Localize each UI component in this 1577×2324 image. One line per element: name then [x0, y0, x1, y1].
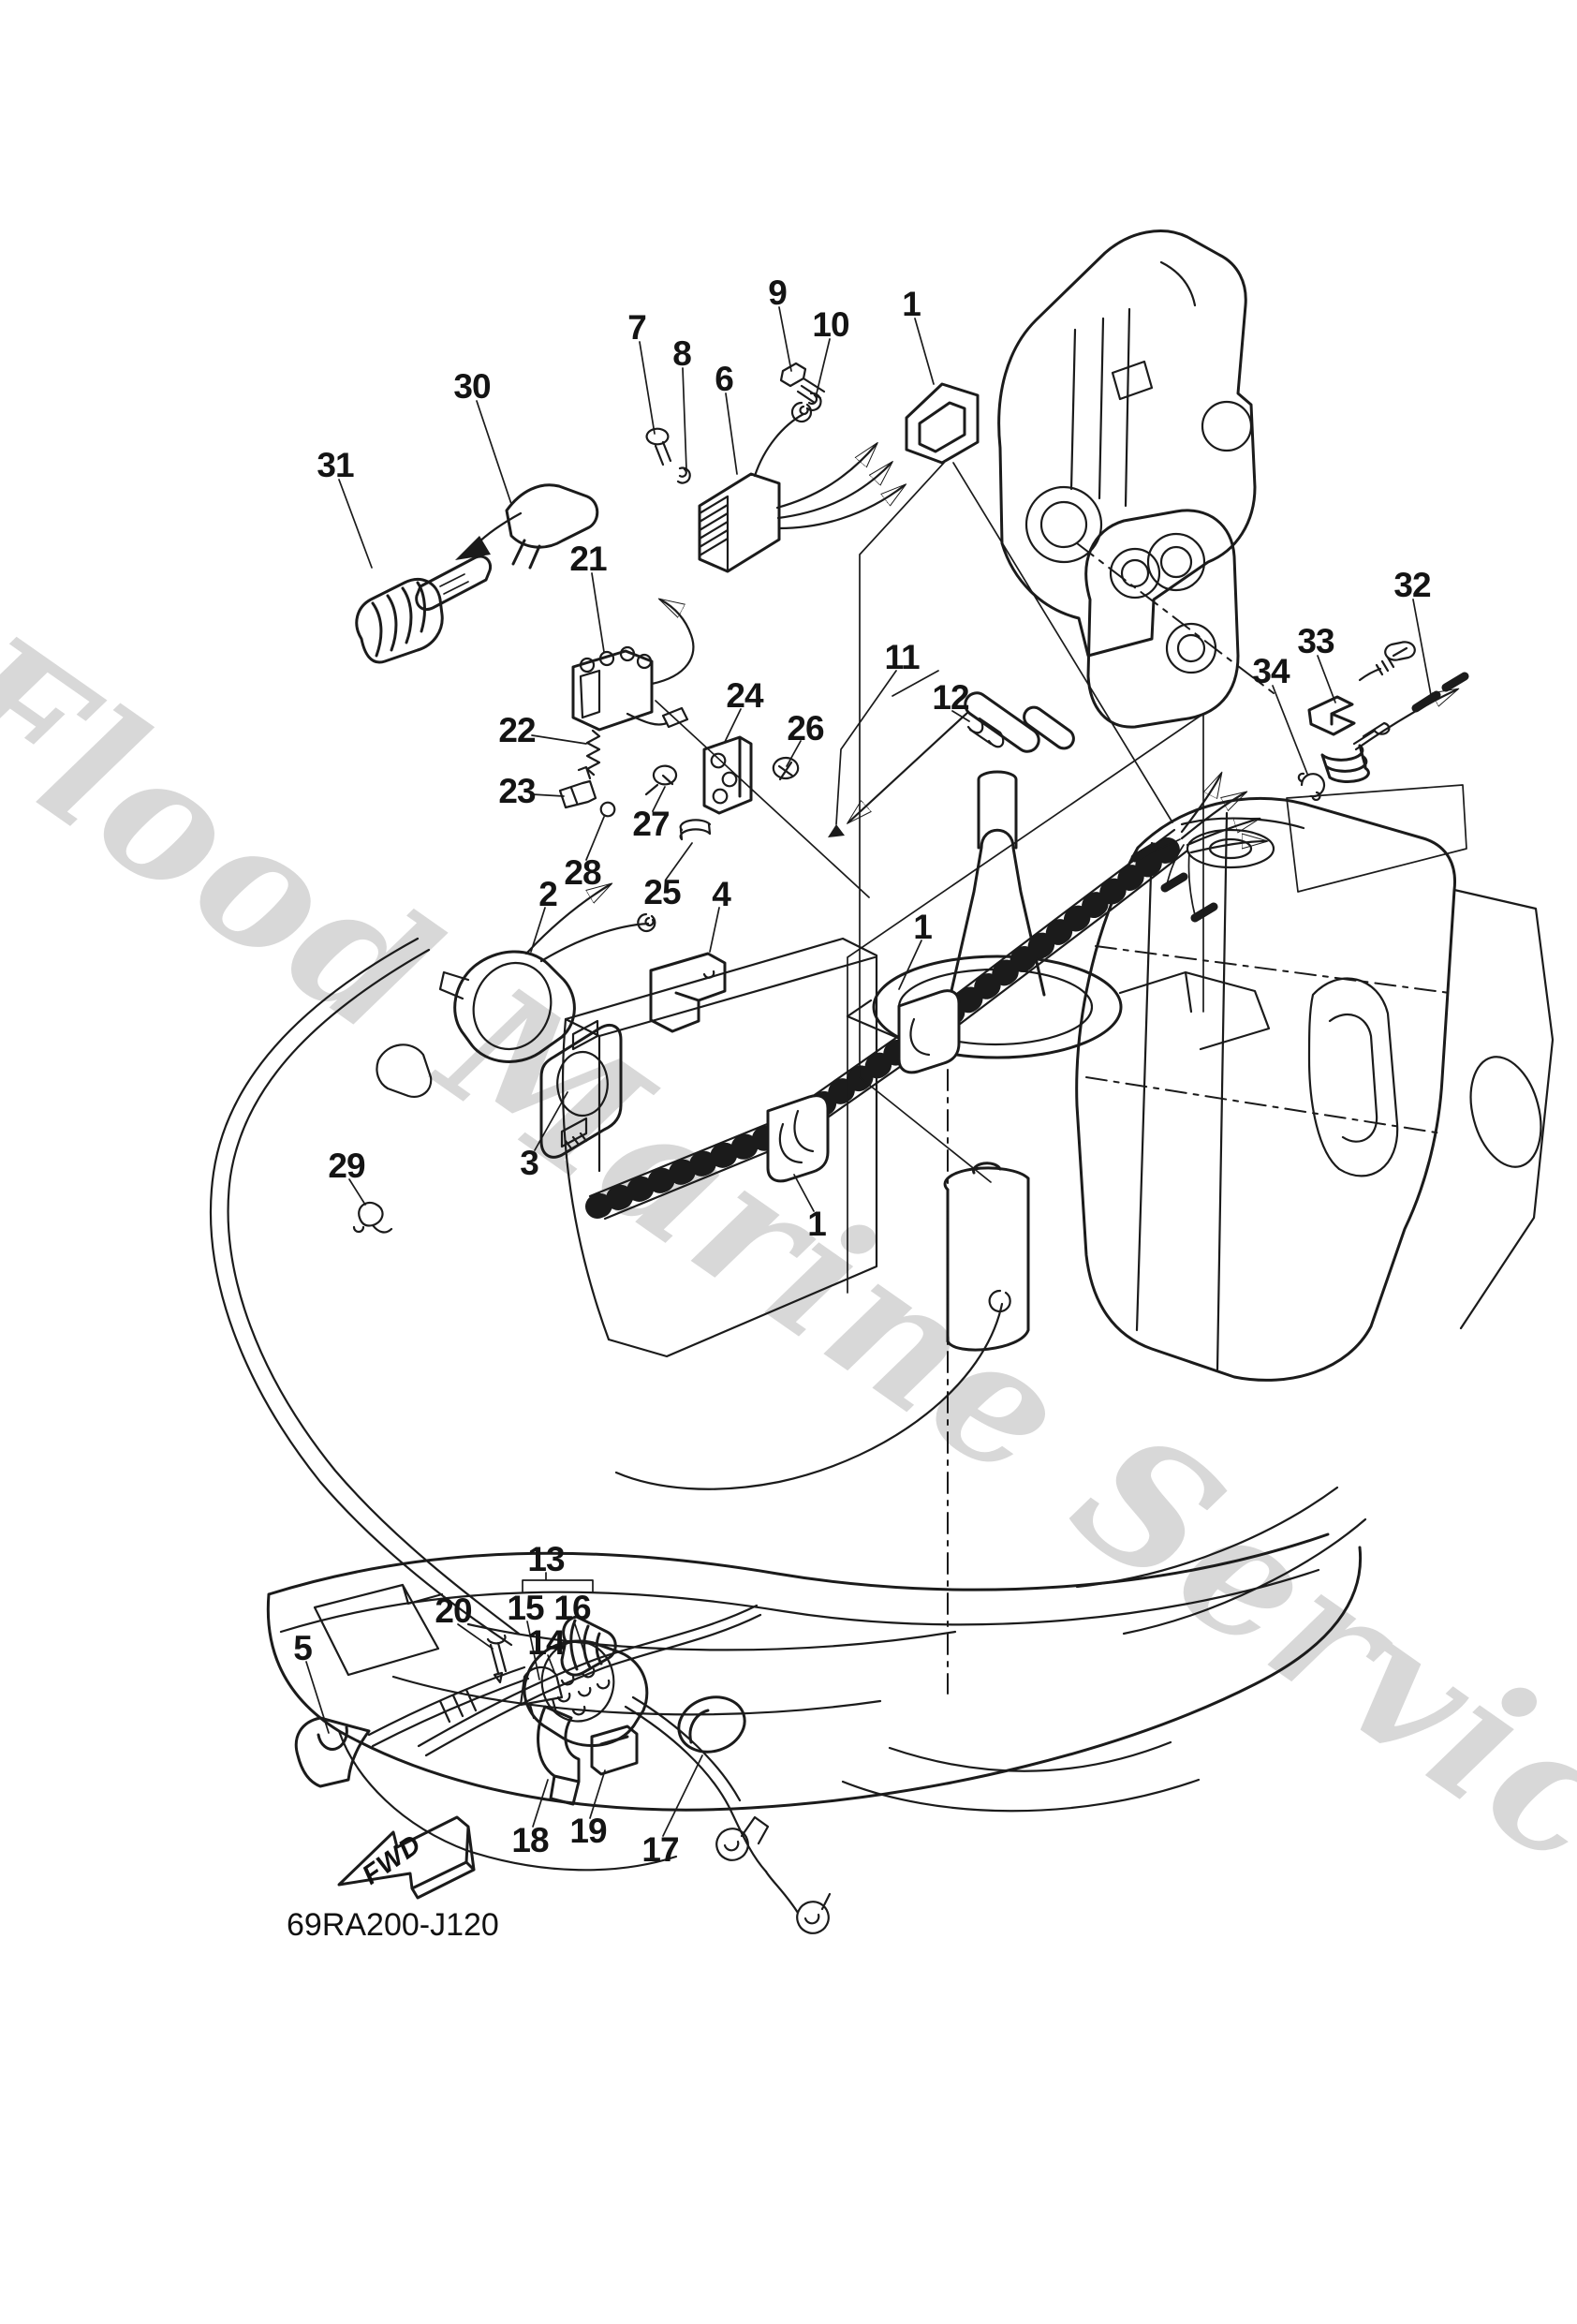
- clamp-bracket: [649, 952, 727, 1033]
- swivel-bracket: [997, 229, 1257, 658]
- bolt-9: [779, 362, 826, 405]
- callout-23-17: 23: [498, 772, 536, 810]
- callout-1-0: 1: [902, 285, 921, 323]
- grommet-25: [679, 819, 712, 841]
- screw-20: [486, 1634, 508, 1684]
- callout-1-26: 1: [807, 1205, 827, 1243]
- callout-3-24: 3: [520, 1144, 539, 1182]
- callout-8-4: 8: [672, 334, 692, 373]
- callout-33-12: 33: [1297, 622, 1334, 660]
- relay-cover: [905, 382, 980, 465]
- callout-13-27: 13: [527, 1540, 565, 1578]
- callout-34-13: 34: [1252, 652, 1290, 690]
- spark-plug-caps: [355, 483, 599, 664]
- callout-19-34: 19: [569, 1812, 607, 1850]
- switch-32: [1320, 744, 1370, 783]
- screw-26: [772, 756, 800, 781]
- callout-26-15: 26: [787, 709, 824, 748]
- callout-22-16: 22: [498, 711, 536, 749]
- pin-12: [966, 717, 1005, 748]
- bottom-cowling: [266, 1486, 1367, 1872]
- callout-31-7: 31: [317, 446, 354, 484]
- battery-cable: [210, 937, 832, 1934]
- washer-10: [805, 392, 822, 411]
- callout-28-19: 28: [564, 853, 601, 892]
- ignition-coil-assembly: [558, 600, 695, 818]
- clip-33: [1307, 695, 1356, 736]
- callout-20-28: 20: [435, 1591, 472, 1630]
- callout-24-14: 24: [726, 676, 763, 715]
- leader-lines: [305, 306, 1432, 1837]
- callout-30-6: 30: [453, 367, 491, 406]
- cap-17: [677, 1695, 746, 1754]
- callout-7-3: 7: [627, 308, 647, 347]
- part-code: 69RA200-J120: [287, 1907, 499, 1943]
- snap-ring-34: [1297, 772, 1326, 801]
- rectifier-assembly: [645, 362, 905, 573]
- callout-15-29: 15: [507, 1589, 544, 1627]
- cable-boot-5: [294, 1716, 371, 1788]
- washer-8: [676, 466, 691, 484]
- callout-16-30: 16: [553, 1589, 591, 1627]
- fwd-arrow: [337, 1815, 476, 1900]
- clip-19: [590, 1724, 639, 1776]
- callout-12-10: 12: [932, 678, 969, 717]
- spark-plug-lead: [848, 691, 1075, 822]
- neutral-switch: [1286, 641, 1469, 893]
- callout-5-32: 5: [293, 1629, 313, 1667]
- callout-25-20: 25: [643, 873, 681, 911]
- callout-18-33: 18: [511, 1821, 549, 1859]
- coil-mount-bracket: [644, 735, 800, 841]
- starter-motor: [614, 1162, 1030, 1490]
- section-lines: [655, 462, 1204, 1695]
- callout-29-25: 29: [328, 1147, 365, 1185]
- wire-harness: [585, 774, 1266, 1221]
- screw-7: [645, 427, 672, 466]
- callout-10-2: 10: [812, 305, 849, 344]
- callout-11-9: 11: [884, 638, 920, 676]
- joint-23: [558, 765, 597, 809]
- callout-6-5: 6: [715, 360, 734, 398]
- callout-27-18: 27: [632, 805, 670, 843]
- screw-27: [644, 764, 678, 796]
- callout-14-31: 14: [527, 1623, 565, 1662]
- callout-9-1: 9: [768, 274, 788, 312]
- harness-grommet-mid: [897, 989, 961, 1074]
- upper-mount-bracket: [1076, 509, 1275, 729]
- callout-4-22: 4: [712, 875, 731, 913]
- bracket-18: [537, 1705, 581, 1806]
- callout-1-23: 1: [913, 908, 933, 946]
- harness-grommet-low: [766, 1094, 830, 1183]
- callout-17-35: 17: [641, 1830, 679, 1869]
- bracket-13: [522, 1572, 594, 1592]
- oring-28: [599, 801, 616, 818]
- spring-22: [585, 729, 601, 777]
- rubber-mount: [539, 1019, 623, 1159]
- callout-2-21: 2: [538, 875, 558, 913]
- callout-21-8: 21: [569, 540, 607, 578]
- starter-relay: [438, 884, 656, 1063]
- engine-block: [561, 796, 1555, 1382]
- lanyard-clip-29: [352, 1201, 393, 1234]
- callout-32-11: 32: [1393, 566, 1431, 604]
